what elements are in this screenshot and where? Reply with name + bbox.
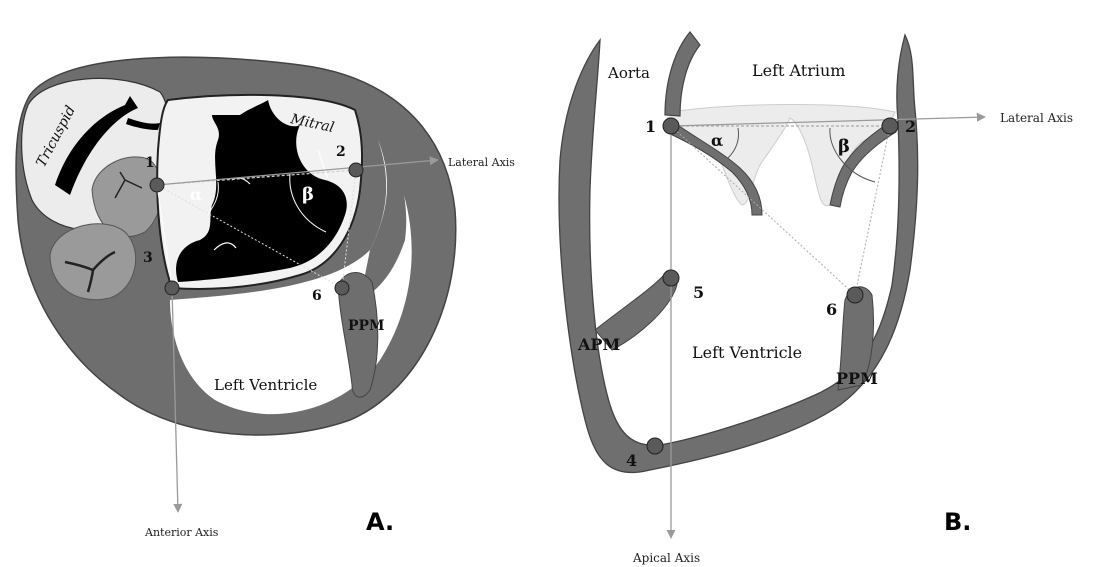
point-label-a-6: 6 — [312, 288, 322, 304]
point-a-2 — [349, 163, 363, 177]
left-ventricle-label-b: Left Ventricle — [692, 343, 802, 362]
panel-b: Aorta Left Atrium Left Ventricle 1 2 4 5… — [559, 32, 1073, 565]
ppm-label-a: PPM — [348, 318, 385, 334]
apical-axis-label-b: Apical Axis — [632, 551, 700, 565]
anterior-axis-label-a: Anterior Axis — [144, 526, 219, 539]
lateral-axis-label-b: Lateral Axis — [1000, 111, 1073, 125]
aortic-wall — [665, 32, 700, 116]
point-b-2 — [882, 118, 898, 134]
point-b-5 — [663, 270, 679, 286]
point-b-1 — [663, 118, 679, 134]
pulmonary-valve — [50, 224, 136, 300]
left-ventricle-outer-wall — [559, 35, 918, 473]
point-b-6 — [847, 287, 863, 303]
alpha-label-b: α — [711, 131, 723, 150]
point-label-a-1: 1 — [145, 155, 155, 171]
point-a-1 — [150, 178, 164, 192]
point-a-6 — [335, 281, 349, 295]
panel-b-label: B. — [944, 508, 971, 536]
point-b-4 — [647, 438, 663, 454]
point-label-a-2: 2 — [336, 144, 346, 160]
point-label-b-1: 1 — [645, 117, 656, 136]
panel-a: Tricuspid Mitral 1 2 3 6 α β PPM Left Ve… — [16, 57, 515, 539]
point-label-b-2: 2 — [905, 117, 916, 136]
point-label-a-3: 3 — [143, 250, 153, 266]
left-ventricle-label-a: Left Ventricle — [214, 376, 317, 394]
apm-label: APM — [577, 335, 620, 354]
lateral-axis-label-a: Lateral Axis — [448, 156, 515, 169]
aorta-label: Aorta — [607, 64, 650, 82]
point-label-b-5: 5 — [693, 283, 704, 302]
point-label-b-4: 4 — [626, 451, 637, 470]
beta-label-a: β — [302, 184, 314, 205]
alpha-label-a: α — [190, 185, 202, 204]
ppm-label-b: PPM — [836, 369, 878, 388]
panel-a-label: A. — [366, 508, 394, 536]
point-a-3 — [165, 281, 179, 295]
left-atrium-label: Left Atrium — [752, 61, 845, 80]
point-label-b-6: 6 — [826, 300, 837, 319]
beta-label-b: β — [838, 136, 850, 157]
